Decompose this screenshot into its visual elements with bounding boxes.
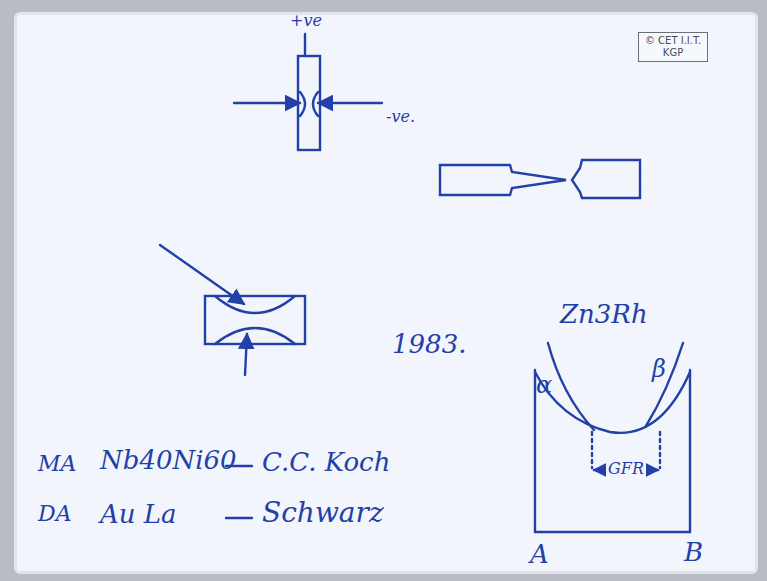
method-label: MA <box>38 452 76 476</box>
polarity-label: +ve <box>290 12 322 30</box>
phase-label: α <box>536 372 552 398</box>
alloy-label: Nb40Ni60 <box>100 446 237 475</box>
phase-label: β <box>652 356 666 382</box>
axis-label: B <box>684 538 703 567</box>
alloy-label: Au La <box>100 500 177 529</box>
method-label: DA <box>38 502 72 526</box>
compound-label: Zn3Rh <box>560 300 648 329</box>
watermark-box: © CET I.I.T. KGP <box>638 32 708 62</box>
slide-panel <box>14 12 758 574</box>
author-name: C.C. Koch <box>262 448 390 477</box>
axis-label: A <box>530 540 549 569</box>
range-label: GFR <box>606 460 646 478</box>
year-note: 1983. <box>392 330 466 359</box>
watermark-text: © CET I.I.T. KGP <box>643 35 703 59</box>
polarity-label: -ve. <box>386 108 415 126</box>
author-name: Schwarz <box>262 498 384 529</box>
